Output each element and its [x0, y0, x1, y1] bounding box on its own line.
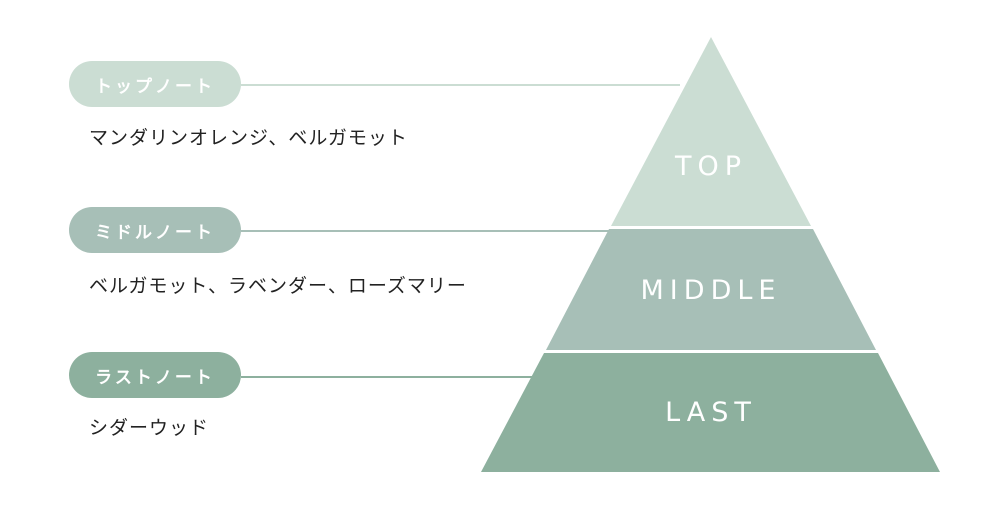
pyramid-label-top: TOP	[674, 151, 747, 182]
pyramid-tier-top	[611, 37, 811, 226]
pyramid-tier-last	[481, 353, 940, 472]
last-note-pill: ラストノート	[69, 352, 241, 398]
pyramid-tier-middle	[546, 229, 876, 350]
last-note-label: ラストノート	[95, 367, 215, 388]
middle-note-ingredients: ベルガモット、ラベンダー、ローズマリー	[89, 275, 467, 297]
middle-note-label: ミドルノート	[95, 222, 215, 243]
top-note-pill: トップノート	[69, 61, 241, 107]
top-note-ingredients: マンダリンオレンジ、ベルガモット	[89, 127, 408, 149]
pyramid-label-last: LAST	[665, 397, 757, 428]
pyramid-label-middle: MIDDLE	[641, 275, 782, 306]
middle-note-pill: ミドルノート	[69, 207, 241, 253]
last-note-ingredients: シダーウッド	[89, 417, 210, 439]
top-note-label: トップノート	[95, 76, 215, 97]
